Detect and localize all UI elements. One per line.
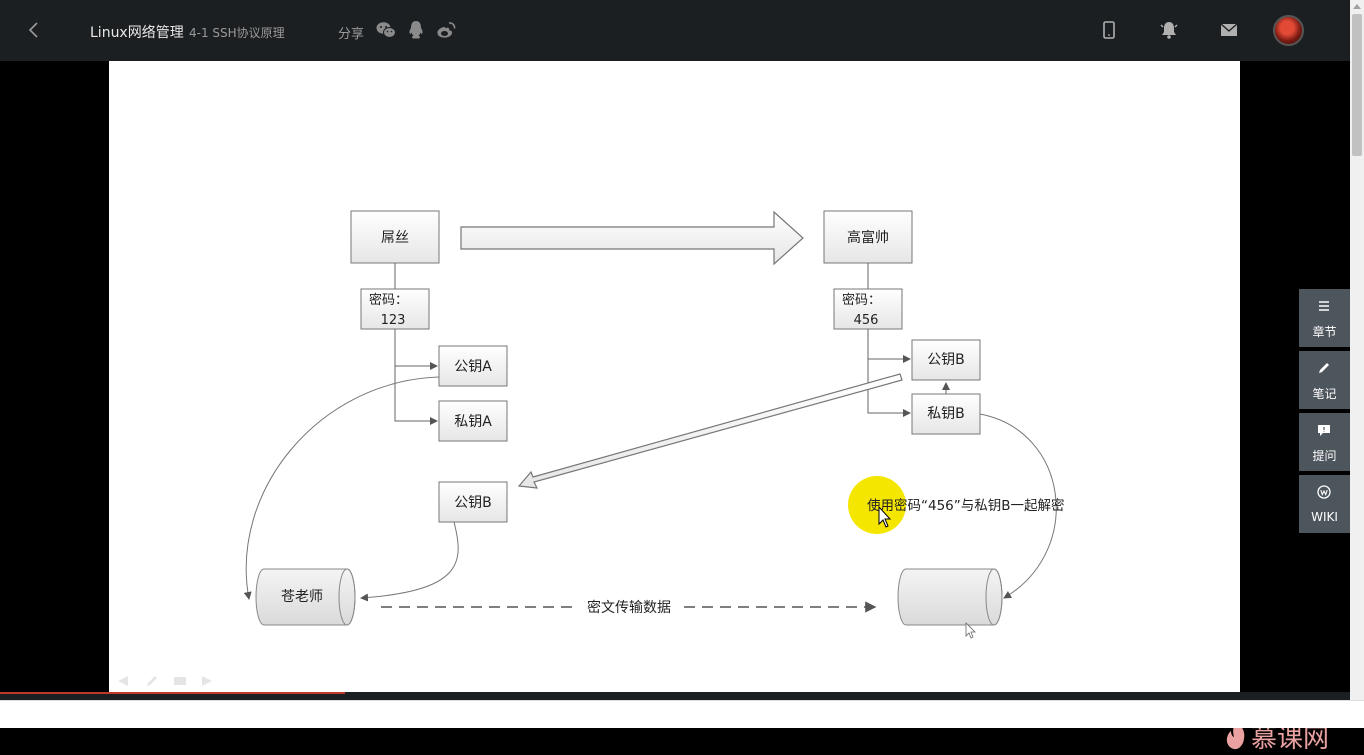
wiki-icon xyxy=(1317,485,1331,499)
right-password-box: 密码： 456 xyxy=(833,288,903,330)
right-private-key-label: 私钥B xyxy=(927,406,965,422)
sent-public-key-box: 公钥B xyxy=(438,481,508,523)
left-private-key-label: 私钥A xyxy=(454,414,492,430)
video-progress-bar[interactable] xyxy=(0,692,345,694)
next-control-icon[interactable] xyxy=(200,675,214,687)
left-private-key-box: 私钥A xyxy=(438,400,508,442)
page-scrollbar[interactable] xyxy=(1350,0,1364,700)
transfer-label: 密文传输数据 xyxy=(587,599,671,616)
wechat-icon[interactable] xyxy=(375,19,397,41)
left-password-label: 密码： xyxy=(369,292,408,308)
side-panel: 章节 笔记 提问 WIKI xyxy=(1299,289,1350,537)
questions-button[interactable]: 提问 xyxy=(1299,413,1350,471)
left-password-value: 123 xyxy=(381,313,406,328)
right-storage-cylinder xyxy=(897,568,1003,626)
right-password-label: 密码： xyxy=(842,292,881,308)
scroll-up-arrow-icon[interactable] xyxy=(1353,4,1361,9)
left-storage-label: 苍老师 xyxy=(281,589,323,605)
ssh-diagram: 屌丝 高富帅 密码： 123 密码： 456 公钥A xyxy=(243,210,1065,639)
scrollbar-thumb[interactable] xyxy=(1352,14,1362,156)
cursor-highlight xyxy=(848,476,906,534)
lesson-title: 4-1 SSH协议原理 xyxy=(189,26,285,40)
wiki-button[interactable]: WIKI xyxy=(1299,475,1350,533)
right-password-value: 456 xyxy=(854,313,879,328)
course-title[interactable]: Linux网络管理 xyxy=(90,25,184,41)
mouse-pointer-icon xyxy=(878,505,892,528)
pencil-icon xyxy=(1319,363,1329,373)
right-public-key-label: 公钥B xyxy=(927,352,965,368)
mail-icon[interactable] xyxy=(1218,19,1240,41)
questions-label: 提问 xyxy=(1312,449,1337,463)
player-bottom-bar xyxy=(0,692,1350,700)
left-storage-cylinder: 苍老师 xyxy=(255,568,356,626)
left-user-label: 屌丝 xyxy=(381,230,409,246)
right-user-box: 高富帅 xyxy=(823,210,913,264)
page-bottom-strip xyxy=(0,700,1364,728)
mouse-pointer-ghost-icon xyxy=(965,622,976,639)
video-slide[interactable]: 屌丝 高富帅 密码： 123 密码： 456 公钥A xyxy=(109,61,1329,754)
connect-arrow xyxy=(460,210,804,266)
chapters-button[interactable]: 章节 xyxy=(1299,289,1350,347)
back-arrow-icon[interactable] xyxy=(22,18,46,42)
notes-button[interactable]: 笔记 xyxy=(1299,351,1350,409)
left-password-box: 密码： 123 xyxy=(360,288,430,330)
share-label: 分享 xyxy=(338,27,365,42)
weibo-icon[interactable] xyxy=(435,19,457,41)
decrypt-note: 使用密码“456”与私钥B一起解密 xyxy=(867,497,1065,514)
left-user-box: 屌丝 xyxy=(350,210,440,264)
right-public-key-box: 公钥B xyxy=(911,339,981,381)
prev-control-icon[interactable] xyxy=(116,675,130,687)
chapters-label: 章节 xyxy=(1312,325,1337,339)
user-avatar[interactable] xyxy=(1273,15,1304,46)
qq-icon[interactable] xyxy=(405,19,427,41)
pen-control-icon[interactable] xyxy=(145,675,159,687)
notification-bell-icon[interactable] xyxy=(1158,19,1180,41)
notes-label: 笔记 xyxy=(1312,387,1337,401)
send-public-key-arrow xyxy=(517,373,903,489)
mobile-icon[interactable] xyxy=(1098,19,1120,41)
left-public-key-box: 公钥A xyxy=(438,345,508,387)
wiki-label: WIKI xyxy=(1311,510,1338,524)
left-public-key-label: 公钥A xyxy=(454,359,492,375)
top-bar: Linux网络管理 4-1 SSH协议原理 分享 xyxy=(0,0,1350,61)
list-icon xyxy=(1319,301,1329,311)
right-private-key-box: 私钥B xyxy=(911,393,981,435)
comment-icon xyxy=(1318,425,1330,436)
sent-public-key-label: 公钥B xyxy=(454,495,492,511)
screen-control-icon[interactable] xyxy=(173,675,187,687)
right-user-label: 高富帅 xyxy=(847,229,889,246)
